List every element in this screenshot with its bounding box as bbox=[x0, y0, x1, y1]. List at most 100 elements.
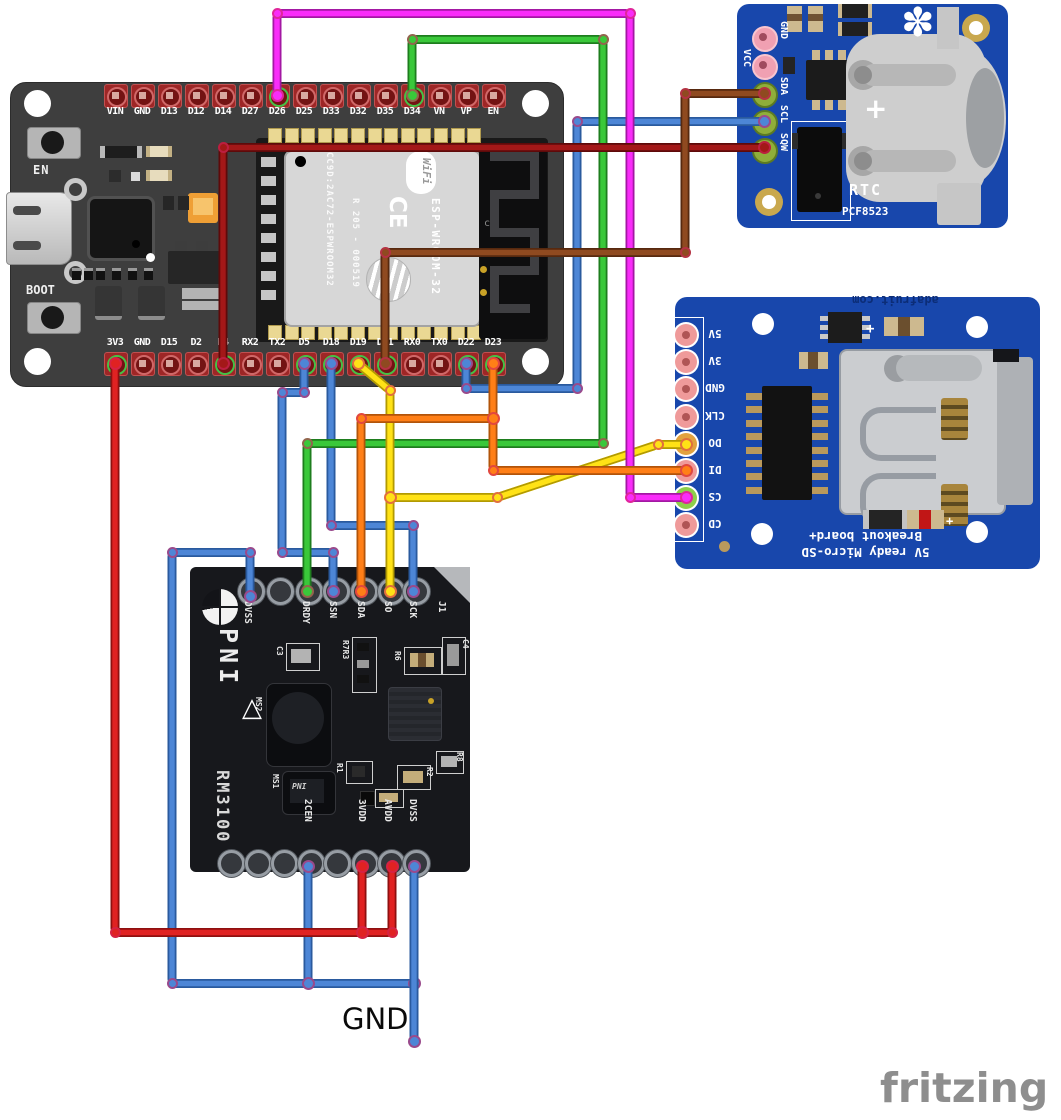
wire-bendpoint bbox=[276, 546, 288, 558]
rm-pad[interactable] bbox=[218, 850, 245, 877]
wire-red[interactable] bbox=[357, 866, 367, 932]
wire-green[interactable] bbox=[598, 39, 608, 443]
wire-bendpoint bbox=[757, 86, 771, 100]
comp-box bbox=[397, 765, 431, 790]
inductor-core bbox=[290, 779, 324, 803]
corner-cut bbox=[434, 567, 470, 603]
crystal-tab bbox=[792, 133, 798, 149]
wire-bendpoint bbox=[276, 386, 288, 398]
wire-red[interactable] bbox=[115, 927, 392, 937]
sd-pin-hole bbox=[682, 385, 690, 394]
pin-label-RX0: RX0 bbox=[403, 337, 421, 348]
wire-darkred[interactable] bbox=[218, 147, 228, 363]
main-ic-chip bbox=[90, 199, 152, 258]
ic-leg bbox=[812, 419, 828, 427]
pni-logo-cross bbox=[219, 589, 221, 625]
pin-label-VN: VN bbox=[433, 106, 445, 117]
wire-blue[interactable] bbox=[303, 866, 313, 983]
regulator-pad bbox=[182, 301, 223, 310]
wire-bendpoint bbox=[297, 356, 311, 370]
en-button-cap[interactable] bbox=[41, 131, 64, 154]
usb-lug-icon bbox=[64, 178, 87, 201]
wire-bendpoint bbox=[355, 412, 367, 424]
wire-darkred[interactable] bbox=[223, 142, 764, 152]
pin-hole bbox=[435, 359, 443, 367]
wire-bendpoint bbox=[326, 584, 340, 598]
wire-brown[interactable] bbox=[380, 252, 390, 363]
rm3100-asic bbox=[388, 687, 442, 741]
antenna-trace bbox=[490, 228, 530, 237]
ic-leg bbox=[746, 446, 762, 454]
wire-green[interactable] bbox=[302, 443, 312, 591]
mounting-hole bbox=[966, 316, 988, 338]
module-side-pad bbox=[261, 195, 276, 205]
ic-leg bbox=[820, 316, 828, 321]
coin-battery-edge bbox=[966, 68, 1004, 168]
wire-bendpoint bbox=[624, 491, 636, 503]
wire-orange[interactable] bbox=[361, 413, 493, 423]
capacitor bbox=[838, 4, 872, 18]
pin-label-D35: D35 bbox=[376, 106, 394, 117]
wire-brown[interactable] bbox=[680, 93, 690, 252]
wire-bendpoint bbox=[460, 382, 472, 394]
wire-orange[interactable] bbox=[356, 418, 366, 591]
wire-orange[interactable] bbox=[488, 418, 498, 470]
wire-yellow[interactable] bbox=[658, 439, 686, 449]
antenna-trace bbox=[490, 152, 530, 161]
sd-plus-mark-2: + bbox=[946, 514, 954, 528]
wire-orange[interactable] bbox=[488, 363, 498, 418]
wire-bendpoint bbox=[652, 438, 664, 450]
esp32-antenna-c-text: c bbox=[484, 218, 491, 229]
wire-brown[interactable] bbox=[685, 88, 764, 98]
ic-leg bbox=[838, 50, 846, 60]
wire-bendpoint bbox=[383, 490, 397, 504]
wire-green[interactable] bbox=[412, 34, 603, 44]
wire-green[interactable] bbox=[307, 438, 603, 448]
ic-leg bbox=[825, 50, 833, 60]
wire-blue[interactable] bbox=[167, 552, 177, 983]
wire-blue[interactable] bbox=[409, 866, 419, 1041]
boot-button-cap[interactable] bbox=[41, 306, 64, 329]
ic-leg bbox=[812, 446, 828, 454]
gnd-net-label: GND bbox=[342, 1002, 409, 1036]
wire-blue[interactable] bbox=[408, 525, 418, 591]
wire-red[interactable] bbox=[110, 363, 120, 932]
wire-magenta[interactable] bbox=[277, 8, 630, 18]
pin-label-D27: D27 bbox=[241, 106, 259, 117]
pin-label-VIN: VIN bbox=[106, 106, 124, 117]
wire-yellow[interactable] bbox=[390, 492, 497, 502]
ic-leg bbox=[746, 460, 762, 467]
sd-pin-box bbox=[669, 317, 704, 542]
resistor-band bbox=[808, 352, 818, 369]
usb-connector[interactable] bbox=[6, 192, 72, 265]
ic-leg bbox=[838, 100, 846, 110]
wire-magenta[interactable] bbox=[630, 492, 686, 502]
esp32-en-button-label: EN bbox=[33, 163, 50, 177]
ic-leg bbox=[746, 486, 762, 494]
wire-red[interactable] bbox=[387, 866, 397, 932]
resistor-band bbox=[808, 14, 823, 21]
module-side-pad bbox=[261, 214, 276, 224]
wire-brown[interactable] bbox=[385, 247, 685, 257]
wire-bendpoint bbox=[301, 437, 313, 449]
rm-pad[interactable] bbox=[267, 578, 294, 605]
antenna-trace bbox=[490, 199, 499, 237]
wire-green[interactable] bbox=[407, 39, 417, 95]
wire-bendpoint bbox=[679, 490, 693, 504]
wire-blue[interactable] bbox=[172, 547, 250, 557]
resistor bbox=[403, 771, 423, 783]
wire-magenta[interactable] bbox=[272, 13, 282, 95]
wire-blue[interactable] bbox=[277, 392, 287, 552]
sd-level-shifter-ic bbox=[762, 386, 812, 500]
wire-blue[interactable] bbox=[466, 383, 577, 393]
wire-blue[interactable] bbox=[331, 520, 413, 530]
rm-pad[interactable] bbox=[245, 850, 272, 877]
rm-pad[interactable] bbox=[324, 850, 351, 877]
wire-orange[interactable] bbox=[493, 465, 686, 475]
rm-pad[interactable] bbox=[271, 850, 298, 877]
resistor-band-red bbox=[919, 510, 931, 529]
wire-bendpoint bbox=[166, 546, 178, 558]
capacitor bbox=[863, 510, 908, 529]
wire-blue[interactable] bbox=[577, 116, 764, 126]
wire-blue[interactable] bbox=[172, 978, 414, 988]
